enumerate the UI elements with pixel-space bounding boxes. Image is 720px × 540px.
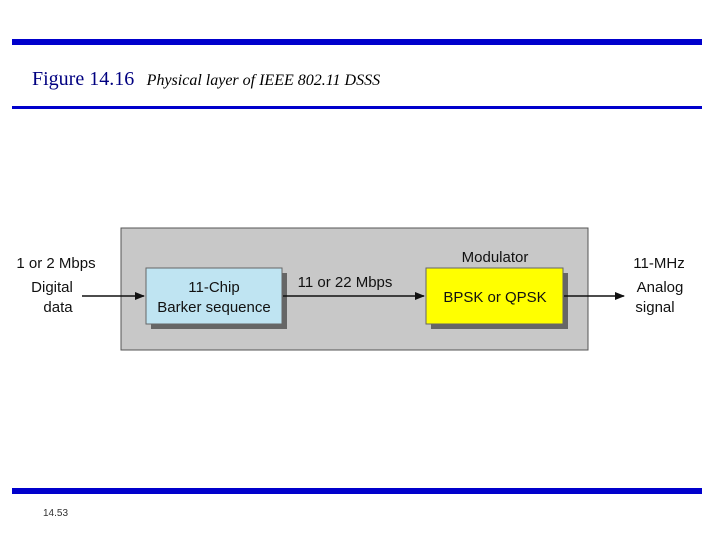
output-label-line2: signal	[635, 299, 674, 316]
bpsk-qpsk-block	[425, 267, 564, 325]
slide-title: Figure 14.16 Physical layer of IEEE 802.…	[32, 68, 380, 91]
figure-caption: Physical layer of IEEE 802.11 DSSS	[146, 72, 381, 89]
bottom-rule	[12, 488, 702, 494]
figure-label: Figure 14.16	[32, 68, 135, 90]
chip-block-label-line2: Barker sequence	[157, 299, 270, 316]
modulator-block-label: BPSK or QPSK	[443, 289, 546, 306]
input-rate-label: 1 or 2 Mbps	[16, 255, 95, 272]
chip-block-label-line1: 11-Chip	[188, 279, 239, 296]
title-underline	[12, 106, 702, 109]
modulator-label: Modulator	[462, 249, 529, 266]
page-number: 14.53	[43, 508, 69, 519]
barker-sequence-block	[145, 267, 283, 325]
output-freq-label: 11-MHz	[633, 255, 684, 272]
mid-rate-label: 11 or 22 Mbps	[298, 274, 393, 291]
input-label-line2: data	[43, 299, 73, 316]
input-label-line1: Digital	[31, 279, 73, 296]
top-rule	[12, 39, 702, 45]
output-label-line1: Analog	[637, 279, 684, 296]
